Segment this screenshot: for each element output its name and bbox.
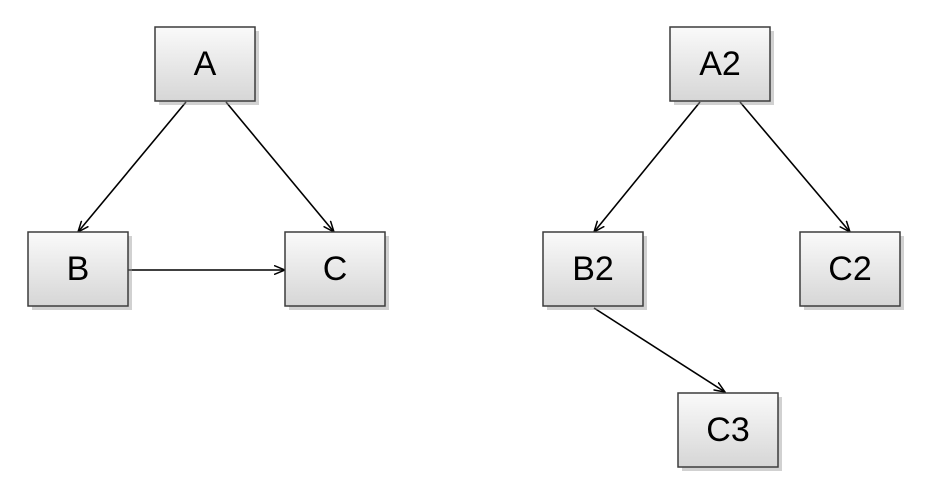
node-label: B: [67, 250, 90, 288]
edge-b2-to-c3: [593, 307, 725, 392]
node-label: A2: [699, 45, 741, 83]
node-b2[interactable]: B2: [542, 231, 647, 310]
edge-a-to-c: [225, 101, 334, 232]
node-label: A: [194, 45, 217, 83]
node-label: C2: [828, 250, 871, 288]
node-b[interactable]: B: [27, 231, 132, 310]
node-label: C: [323, 250, 348, 288]
node-c3[interactable]: C3: [677, 392, 782, 471]
edge-a2-to-c2: [739, 101, 850, 232]
node-a2[interactable]: A2: [669, 26, 774, 105]
edges: [78, 101, 850, 392]
node-label: B2: [572, 250, 614, 288]
edge-a2-to-b2: [594, 101, 701, 232]
edge-a-to-b: [78, 101, 187, 232]
node-c[interactable]: C: [284, 231, 389, 310]
node-a[interactable]: A: [154, 26, 259, 105]
node-label: C3: [706, 411, 749, 449]
node-c2[interactable]: C2: [799, 231, 904, 310]
